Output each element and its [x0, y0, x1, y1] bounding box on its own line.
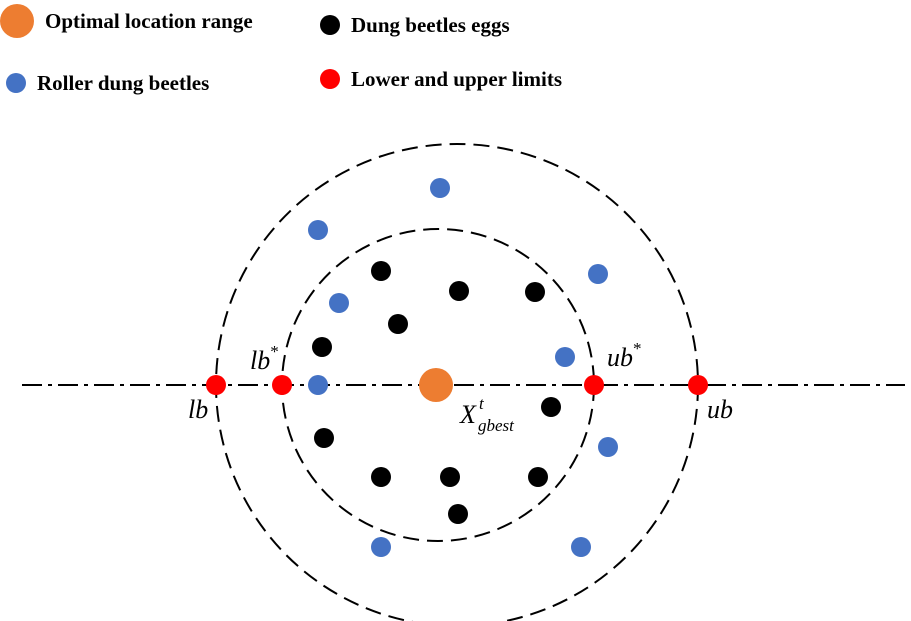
roller-beetle	[308, 375, 328, 395]
legend-label-rollers: Roller dung beetles	[37, 70, 210, 95]
ub-star-base: ub	[607, 343, 633, 372]
lower-limit-star-point	[272, 375, 292, 395]
black-dot-icon	[320, 15, 340, 35]
legend-roller-beetles: Roller dung beetles	[6, 66, 209, 100]
roller-beetle	[588, 264, 608, 284]
roller-beetle	[308, 220, 328, 240]
dung-beetle-egg	[388, 314, 408, 334]
ub-star-label: ub*	[607, 339, 642, 372]
legend-optimal-location: Optimal location range	[0, 4, 253, 38]
roller-beetles-group	[308, 178, 618, 557]
roller-beetle	[430, 178, 450, 198]
lb-label: lb	[188, 395, 208, 424]
roller-beetle	[555, 347, 575, 367]
lb-star-base: lb	[250, 346, 270, 375]
ub-star-sup: *	[633, 339, 642, 358]
dung-beetle-egg	[541, 397, 561, 417]
gbest-label-sup: t	[479, 394, 485, 413]
lower-limit-point	[206, 375, 226, 395]
dung-beetle-egg	[525, 282, 545, 302]
legend-label-optimal: Optimal location range	[45, 8, 253, 33]
eggs-group	[312, 261, 561, 524]
dung-beetle-egg	[449, 281, 469, 301]
legend-limits: Lower and upper limits	[320, 62, 562, 96]
gbest-label-base: X	[459, 400, 477, 429]
red-dot-icon	[320, 69, 340, 89]
dung-beetle-egg	[314, 428, 334, 448]
orange-dot-icon	[0, 4, 34, 38]
blue-dot-icon	[6, 73, 26, 93]
dung-beetle-egg	[440, 467, 460, 487]
upper-limit-star-point	[584, 375, 604, 395]
dung-beetle-egg	[371, 261, 391, 281]
optimal-location	[419, 368, 453, 402]
roller-beetle	[329, 293, 349, 313]
dung-beetle-egg	[371, 467, 391, 487]
upper-limit-point	[688, 375, 708, 395]
dung-beetle-egg	[448, 504, 468, 524]
dung-beetle-egg	[528, 467, 548, 487]
legend-label-limits: Lower and upper limits	[351, 66, 563, 91]
dung-beetle-egg	[312, 337, 332, 357]
lb-star-sup: *	[270, 342, 279, 361]
ub-label: ub	[707, 395, 733, 424]
legend-label-eggs: Dung beetles eggs	[351, 12, 510, 37]
lb-star-label: lb*	[250, 342, 279, 375]
limits-group	[206, 375, 708, 395]
legend-dung-beetle-eggs: Dung beetles eggs	[320, 8, 510, 42]
roller-beetle	[371, 537, 391, 557]
roller-beetle	[598, 437, 618, 457]
roller-beetle	[571, 537, 591, 557]
gbest-label-sub: gbest	[478, 416, 515, 435]
